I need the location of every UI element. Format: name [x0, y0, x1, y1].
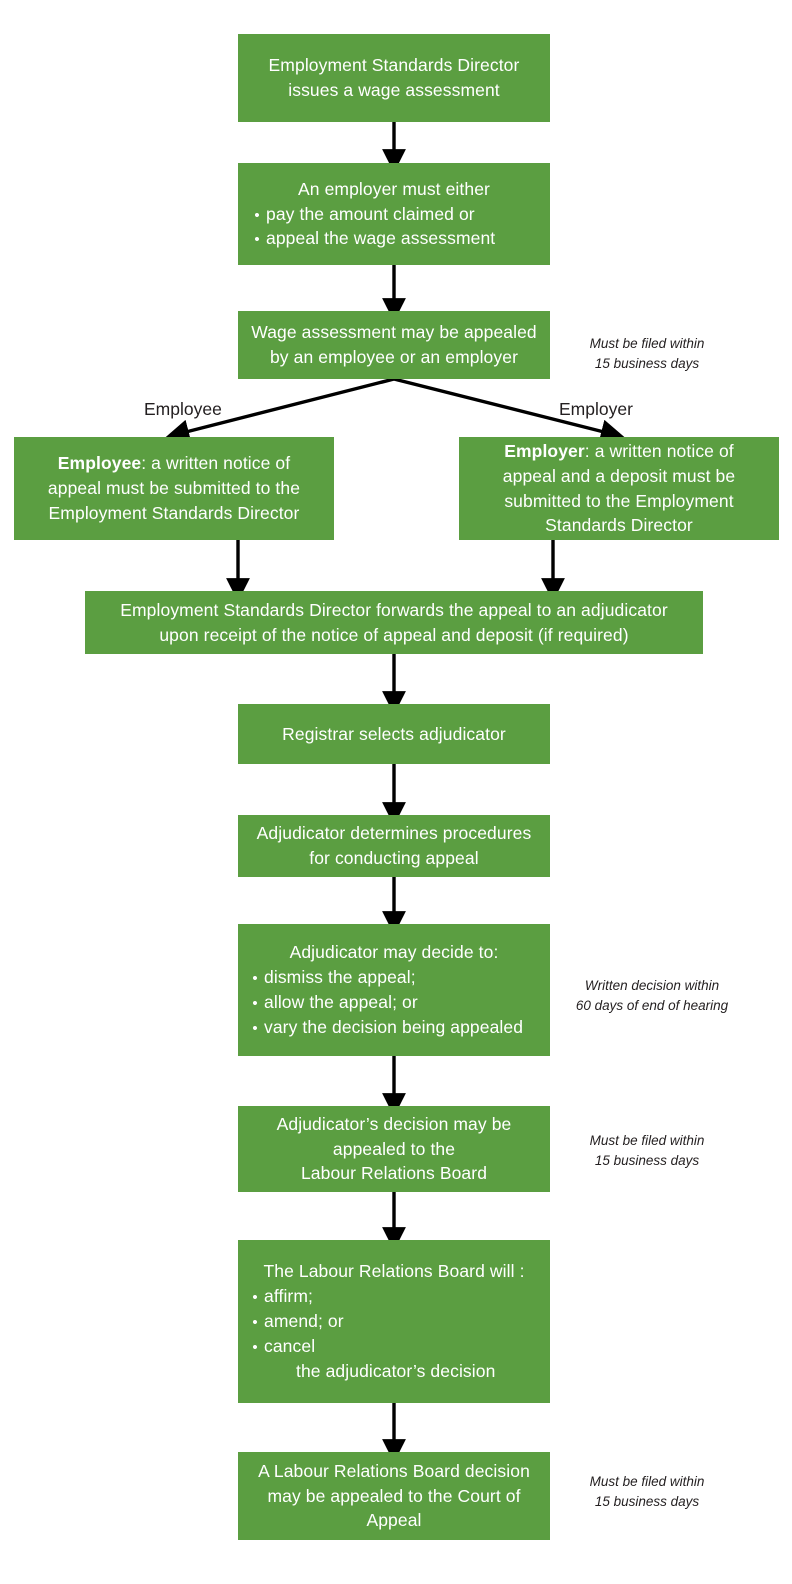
bullet-dot-icon: •	[254, 206, 260, 224]
node-line-rest: : a written notice of	[141, 453, 291, 474]
bullet-dot-icon: •	[252, 1289, 258, 1307]
node-lrb-decision-court-of-appeal[interactable]: A Labour Relations Board decision may be…	[238, 1452, 550, 1540]
node-bullet-label: cancel	[264, 1335, 316, 1356]
node-trailing-line: the adjudicator’s decision	[296, 1360, 496, 1381]
node-employer-notice[interactable]: Employer: a written notice of appeal and…	[459, 437, 779, 540]
note-line: Must be filed within	[589, 1133, 705, 1148]
bullet-dot-icon: •	[252, 1019, 258, 1037]
branch-label-employee: Employee	[144, 399, 222, 420]
note-line: 15 business days	[594, 1152, 700, 1168]
node-wage-assessment-may-be-appealed[interactable]: Wage assessment may be appealed by an em…	[238, 311, 550, 379]
node-bullet-label: dismiss the appeal;	[264, 967, 416, 988]
node-line-rest: : a written notice of	[584, 440, 734, 461]
node-bullet: • allow the appeal; or	[246, 990, 542, 1015]
node-line: appeal must be submitted to the	[47, 478, 301, 499]
note-line: Written decision within	[584, 978, 720, 993]
node-lead: The Labour Relations Board will :	[263, 1261, 525, 1282]
node-line: A Labour Relations Board decision	[258, 1460, 530, 1481]
branch-label-employer: Employer	[559, 399, 633, 420]
node-line: issues a wage assessment	[288, 80, 500, 100]
node-adjudicator-determines-procedures[interactable]: Adjudicator determines procedures for co…	[238, 815, 550, 877]
note-line: Must be filed within	[589, 1474, 705, 1489]
node-bullet: • dismiss the appeal;	[246, 965, 542, 990]
node-line: appealed to the	[332, 1138, 456, 1159]
node-bullet: • amend; or	[246, 1309, 542, 1334]
note-appeal-deadline-3: Must be filed within 15 business days	[562, 1472, 732, 1511]
note-appeal-deadline-2: Must be filed within 15 business days	[562, 1131, 732, 1170]
note-written-decision: Written decision within 60 days of end o…	[562, 976, 742, 1015]
node-employee-notice[interactable]: Employee: a written notice of appeal mus…	[14, 437, 334, 540]
node-bullet-label: pay the amount claimed or	[266, 203, 475, 224]
node-lead: Adjudicator may decide to:	[289, 942, 499, 963]
node-line: Employment Standards Director forwards t…	[120, 599, 668, 620]
note-line: 15 business days	[594, 1493, 700, 1509]
node-adjudicator-decision-appeal[interactable]: Adjudicator’s decision may be appealed t…	[238, 1106, 550, 1192]
node-lead: An employer must either	[298, 178, 490, 199]
node-strong: Employee	[57, 453, 142, 474]
node-strong: Employer	[504, 440, 585, 461]
node-line: may be appealed to the Court of	[267, 1485, 521, 1506]
note-line: Must be filed within	[589, 336, 705, 351]
node-director-forwards-appeal[interactable]: Employment Standards Director forwards t…	[85, 591, 703, 654]
node-line: Registrar selects adjudicator	[282, 723, 506, 744]
node-bullet: • affirm;	[246, 1284, 542, 1309]
node-line: Appeal	[366, 1510, 422, 1531]
bullet-dot-icon: •	[252, 970, 258, 988]
node-bullet-label: affirm;	[264, 1286, 313, 1307]
node-line: Employment Standards Director	[48, 502, 300, 523]
node-bullet-label: allow the appeal; or	[264, 992, 418, 1012]
node-bullet-label: vary the decision being appealed	[264, 1016, 524, 1037]
note-line: 15 business days	[594, 355, 700, 371]
node-line: Labour Relations Board	[300, 1163, 488, 1184]
node-bullet: • vary the decision being appealed	[246, 1015, 542, 1040]
node-bullet: • appeal the wage assessment	[248, 226, 540, 251]
node-bullet: • pay the amount claimed or	[248, 202, 540, 227]
node-line: Adjudicator’s decision may be	[276, 1113, 512, 1134]
node-labour-relations-board-will[interactable]: The Labour Relations Board will : • affi…	[238, 1240, 550, 1403]
node-wage-assessment-issued[interactable]: Employment Standards Director issues a w…	[238, 34, 550, 122]
node-line: Wage assessment may be appealed	[251, 322, 537, 343]
node-bullet-label: amend; or	[264, 1311, 344, 1332]
node-line: Employer: a written notice of	[469, 439, 769, 464]
node-line: Employment Standards Director	[268, 55, 520, 76]
node-registrar-selects-adjudicator[interactable]: Registrar selects adjudicator	[238, 704, 550, 764]
node-employer-must-either[interactable]: An employer must either • pay the amount…	[238, 163, 550, 265]
node-adjudicator-may-decide[interactable]: Adjudicator may decide to: • dismiss the…	[238, 924, 550, 1056]
node-line: by an employee or an employer	[269, 347, 519, 367]
node-line: appeal and a deposit must be	[502, 465, 736, 486]
node-line: upon receipt of the notice of appeal and…	[159, 624, 629, 645]
node-bullet-label: appeal the wage assessment	[266, 228, 496, 249]
bullet-dot-icon: •	[254, 231, 260, 249]
note-line: 60 days of end of hearing	[575, 997, 729, 1013]
branch-label-text: Employee	[144, 399, 222, 419]
node-line: Standards Director	[545, 515, 693, 536]
note-appeal-deadline-1: Must be filed within 15 business days	[562, 334, 732, 373]
node-line: submitted to the Employment	[504, 490, 734, 511]
node-line: Employee: a written notice of	[24, 451, 324, 476]
branch-label-text: Employer	[559, 399, 633, 419]
bullet-dot-icon: •	[252, 1338, 258, 1356]
bullet-dot-icon: •	[252, 995, 258, 1012]
node-line: for conducting appeal	[309, 848, 479, 868]
node-line: Adjudicator determines procedures	[256, 823, 532, 844]
node-bullet: • cancel	[246, 1334, 542, 1359]
bullet-dot-icon: •	[252, 1314, 258, 1332]
